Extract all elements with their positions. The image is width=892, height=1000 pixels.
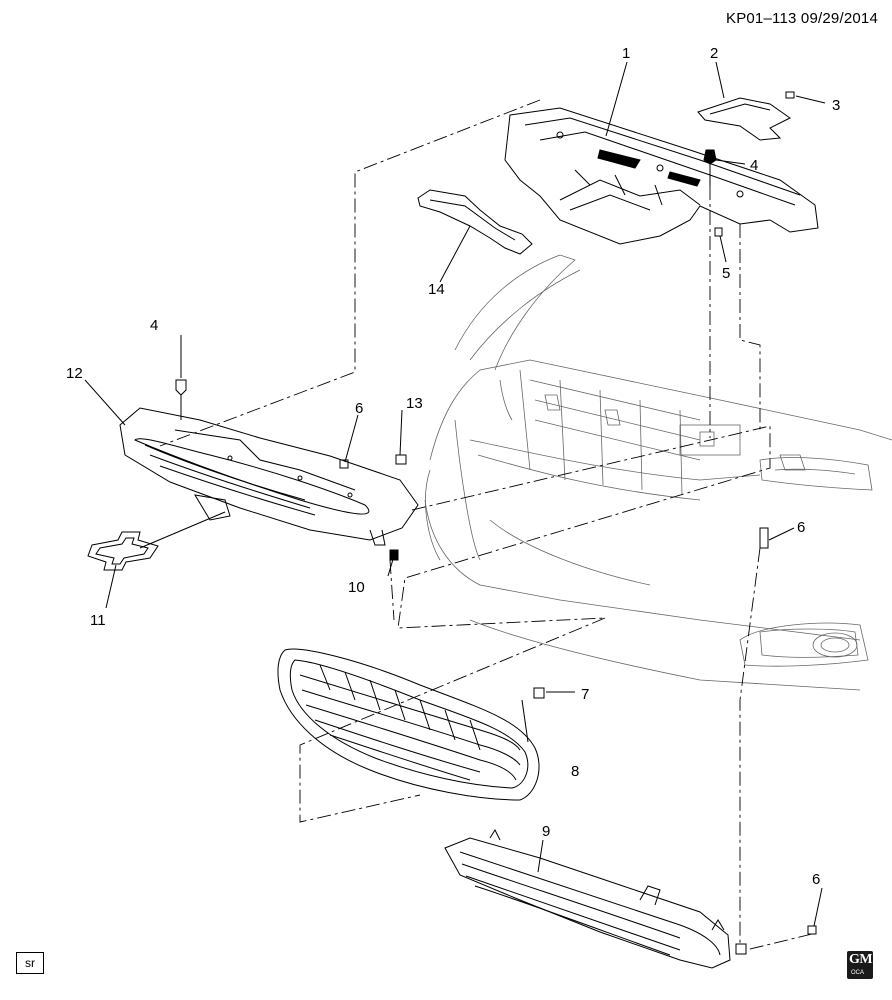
callout-5: 5 — [722, 265, 730, 282]
part-1-radiator-shield — [504, 107, 819, 245]
part-14-bracket — [417, 189, 533, 255]
part-9-lower-grille — [444, 828, 731, 969]
diagram-date: 09/29/2014 — [800, 10, 878, 27]
callout-10: 10 — [348, 579, 365, 596]
diagram-code: KP01–113 — [725, 10, 797, 27]
diagram-header: KP01–113 09/29/2014 — [726, 10, 878, 27]
callout-13: 13 — [406, 395, 423, 412]
callout-4-upper: 4 — [750, 157, 758, 174]
callout-1: 1 — [622, 45, 630, 62]
callout-7: 7 — [581, 686, 589, 703]
callout-3: 3 — [832, 97, 840, 114]
part-12-upper-grille — [119, 407, 419, 546]
sr-label: sr — [16, 952, 44, 974]
gm-logo: GM OCA — [847, 951, 873, 979]
callout-6-left: 6 — [355, 400, 363, 417]
fasteners — [175, 91, 817, 955]
callout-6-lower: 6 — [812, 871, 820, 888]
callout-2: 2 — [710, 45, 718, 62]
part-11-bowtie-emblem — [87, 531, 159, 571]
part-8-main-grille — [277, 648, 540, 801]
alignment-lines — [159, 99, 813, 951]
callout-11: 11 — [90, 612, 106, 629]
part-2-bracket — [697, 97, 791, 141]
callout-4-left: 4 — [150, 317, 158, 334]
gm-logo-text: GM — [849, 952, 873, 967]
vehicle-front-end — [424, 254, 892, 691]
callout-14: 14 — [428, 281, 445, 298]
gm-logo-subtext: OCA — [851, 970, 865, 976]
callout-6-right: 6 — [797, 519, 805, 536]
leader-lines — [84, 61, 826, 927]
callout-12: 12 — [66, 365, 83, 382]
callout-8: 8 — [571, 763, 579, 780]
callout-9: 9 — [542, 823, 550, 840]
